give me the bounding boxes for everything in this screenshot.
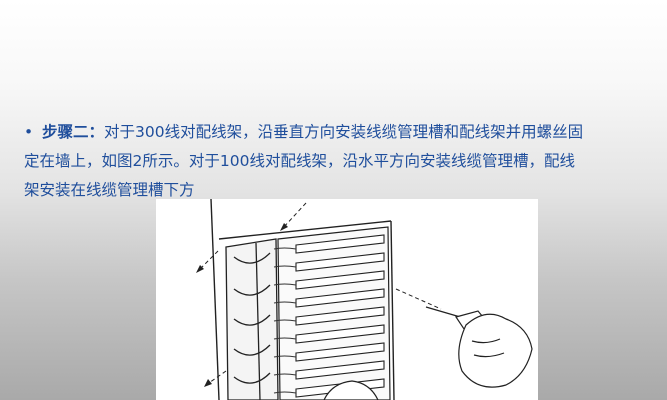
step-text-line-2: 定在墙上，如图2所示。对于100线对配线架，沿水平方向安装线缆管理槽，配线 — [24, 152, 575, 170]
step-two-paragraph: • 步骤二：对于300线对配线架，沿垂直方向安装线缆管理槽和配线架并用螺丝固 定在… — [24, 118, 644, 205]
cable-trough — [225, 238, 279, 400]
lower-hand — [323, 380, 379, 400]
hand-with-screwdriver — [425, 306, 533, 388]
step-text-line-3: 架安装在线缆管理槽下方 — [24, 181, 195, 199]
step-title: 步骤二： — [42, 123, 105, 141]
patch-panel-installation-illustration — [196, 199, 533, 400]
bullet: • — [24, 123, 34, 141]
wall-lines — [210, 199, 395, 400]
arrow-heads — [196, 223, 288, 387]
installation-figure — [156, 199, 538, 400]
step-text-line-1: 对于300线对配线架，沿垂直方向安装线缆管理槽和配线架并用螺丝固 — [104, 123, 584, 141]
cables — [273, 247, 297, 394]
